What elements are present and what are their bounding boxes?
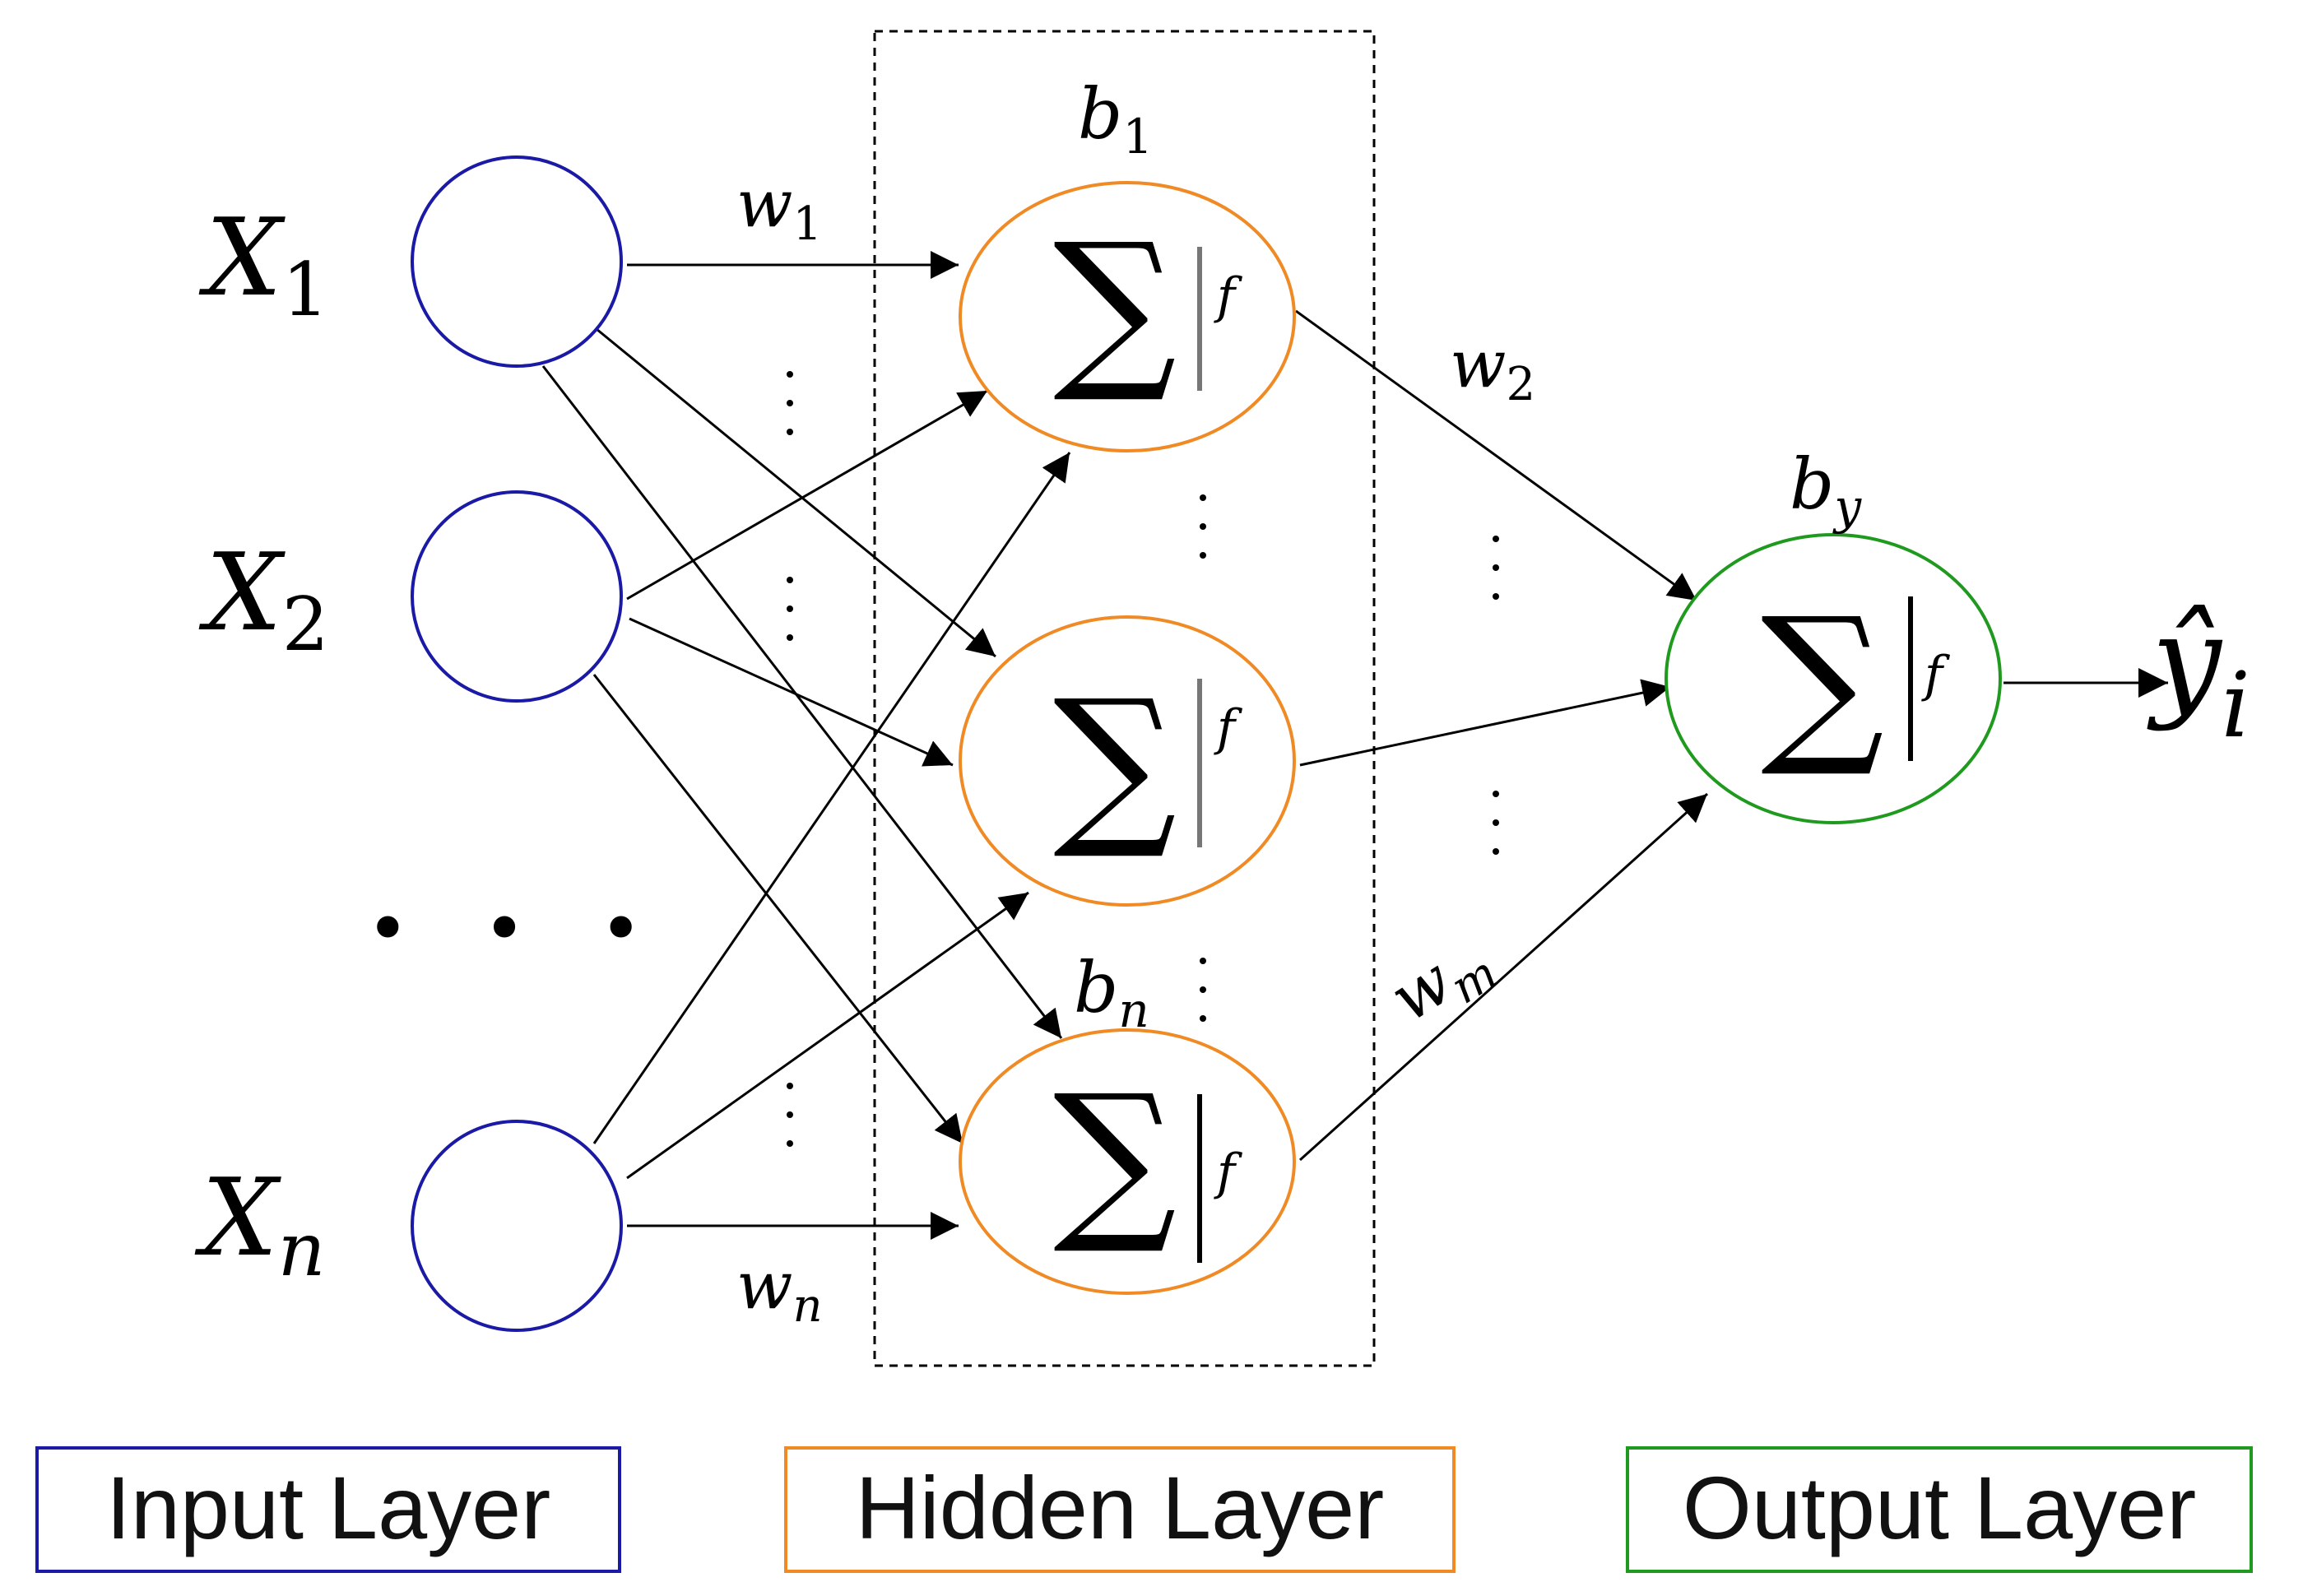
hidden-node-1: ∑ f bbox=[959, 181, 1296, 452]
legend-output-label: Output Layer bbox=[1683, 1458, 2196, 1557]
edges-input-hidden bbox=[541, 251, 1071, 1240]
edge-h3-out bbox=[1298, 792, 1709, 1162]
edge-x2-h2 bbox=[629, 617, 954, 767]
weight-label-wn: wn bbox=[736, 1247, 823, 1333]
legend-input-layer: Input Layer bbox=[35, 1446, 621, 1573]
vertical-ellipses bbox=[787, 371, 1499, 1147]
edge-x1-h2 bbox=[596, 327, 996, 658]
edge-x2-h3 bbox=[592, 674, 964, 1144]
hidden-layer-nodes: ∑ f ∑ f ∑ f bbox=[959, 181, 1296, 1295]
dots-input-upper bbox=[787, 371, 793, 435]
bias-label-bn: bn bbox=[1074, 948, 1149, 1038]
dots-hidden-lower bbox=[1200, 958, 1206, 1022]
weight-label-w2: w2 bbox=[1450, 326, 1535, 411]
input-label-x2: X2 bbox=[198, 530, 329, 668]
legend-hidden-layer: Hidden Layer bbox=[784, 1446, 1456, 1573]
edge-h2-out bbox=[1299, 679, 1671, 767]
weight-label-w1: w1 bbox=[736, 165, 822, 251]
output-node: ∑ f bbox=[1665, 533, 2002, 824]
edge-x1-h3 bbox=[541, 365, 1063, 1039]
edge-h1-out bbox=[1295, 309, 1697, 602]
input-label-xn: Xn bbox=[194, 1155, 326, 1293]
bias-label-by: by bbox=[1790, 444, 1862, 535]
legend: Input Layer Hidden Layer Output Layer bbox=[35, 1446, 2253, 1573]
hidden-node-2-sum-symbol: ∑ bbox=[1053, 662, 1177, 864]
input-node-1 bbox=[411, 155, 623, 368]
output-label-yhat: ŷi bbox=[2147, 590, 2250, 758]
input-node-n bbox=[411, 1120, 623, 1332]
weight-label-wm: wm bbox=[1377, 919, 1507, 1045]
dots-input-middle bbox=[787, 577, 793, 641]
edge-xn-h1 bbox=[592, 452, 1071, 1144]
edges-hidden-output bbox=[1295, 309, 2168, 1162]
input-node-2 bbox=[411, 490, 623, 703]
legend-hidden-label: Hidden Layer bbox=[856, 1458, 1384, 1557]
dots-hidden-upper bbox=[1200, 494, 1206, 559]
input-ellipsis: • • • bbox=[366, 886, 667, 972]
legend-output-layer: Output Layer bbox=[1626, 1446, 2253, 1573]
hidden-node-1-sum-symbol: ∑ bbox=[1053, 206, 1177, 407]
dots-input-lower bbox=[787, 1083, 793, 1147]
hidden-node-2: ∑ f bbox=[959, 615, 1296, 907]
dots-output-upper bbox=[1493, 536, 1499, 600]
dots-output-lower bbox=[1493, 791, 1499, 855]
input-label-x1: X1 bbox=[198, 195, 329, 333]
hidden-node-3-sum-symbol: ∑ bbox=[1053, 1057, 1177, 1259]
hidden-node-3: ∑ f bbox=[959, 1028, 1296, 1295]
edge-x2-h1 bbox=[626, 389, 988, 601]
bias-label-b1: b1 bbox=[1078, 74, 1153, 165]
output-node-sum-symbol: ∑ bbox=[1761, 580, 1884, 782]
edge-xn-h2 bbox=[626, 891, 1029, 1180]
input-layer-nodes bbox=[411, 155, 623, 1332]
legend-input-label: Input Layer bbox=[106, 1458, 550, 1557]
